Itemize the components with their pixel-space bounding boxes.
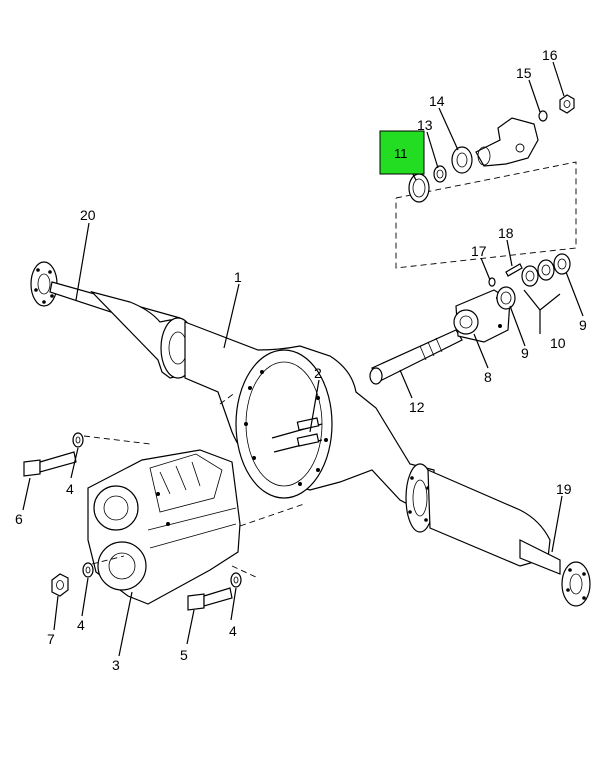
bolt-bottom — [187, 587, 233, 611]
callout-12: 12 — [409, 399, 425, 415]
bolt-left — [23, 451, 77, 477]
callout-13: 13 — [417, 117, 433, 133]
pinion-shaft — [369, 329, 463, 385]
bearing-cone — [521, 259, 555, 287]
washer-13 — [433, 165, 447, 183]
callout-9: 9 — [521, 345, 529, 361]
callout-4: 4 — [229, 623, 237, 639]
callout-1: 1 — [234, 269, 242, 285]
callout-7: 7 — [47, 631, 55, 647]
washer-bottom-right — [230, 572, 242, 588]
differential-carrier — [87, 449, 241, 605]
yoke-flange — [475, 117, 539, 167]
callout-5: 5 — [180, 647, 188, 663]
bearing-cup-lower — [496, 286, 516, 310]
callout-11: 11 — [394, 146, 408, 161]
seal-11 — [408, 173, 430, 203]
callout-16: 16 — [542, 47, 558, 63]
callout-9: 9 — [579, 317, 587, 333]
callout-17: 17 — [471, 243, 487, 259]
callout-4: 4 — [66, 481, 74, 497]
bracket-10 — [523, 289, 561, 311]
callout-2: 2 — [314, 365, 322, 381]
washer-15 — [538, 110, 548, 122]
callout-10: 10 — [550, 335, 566, 351]
callout-11-highlight — [379, 130, 425, 175]
bearing-cup-upper — [553, 253, 571, 275]
callout-18: 18 — [498, 225, 514, 241]
callout-19: 19 — [556, 481, 572, 497]
pinion-inset-bracket — [395, 161, 577, 269]
slinger-14 — [451, 146, 473, 174]
leader-lines — [22, 61, 584, 657]
callout-8: 8 — [484, 369, 492, 385]
washer-left — [72, 432, 84, 448]
axle-shaft-right — [519, 539, 591, 607]
washer-bottom — [82, 562, 94, 578]
callout-20: 20 — [80, 207, 96, 223]
callout-14: 14 — [429, 93, 445, 109]
nut-bottom — [51, 573, 69, 597]
callout-15: 15 — [516, 65, 532, 81]
nut-16 — [559, 94, 575, 114]
callout-4: 4 — [77, 617, 85, 633]
callout-6: 6 — [15, 511, 23, 527]
shim-17 — [488, 277, 496, 287]
callout-3: 3 — [112, 657, 120, 673]
guide-lines — [83, 391, 305, 579]
capscrew-18 — [505, 263, 523, 277]
callout-labels: 1 2 3 4 4 4 5 6 7 8 9 9 10 11 12 13 14 1… — [15, 47, 587, 673]
studs — [271, 417, 323, 453]
